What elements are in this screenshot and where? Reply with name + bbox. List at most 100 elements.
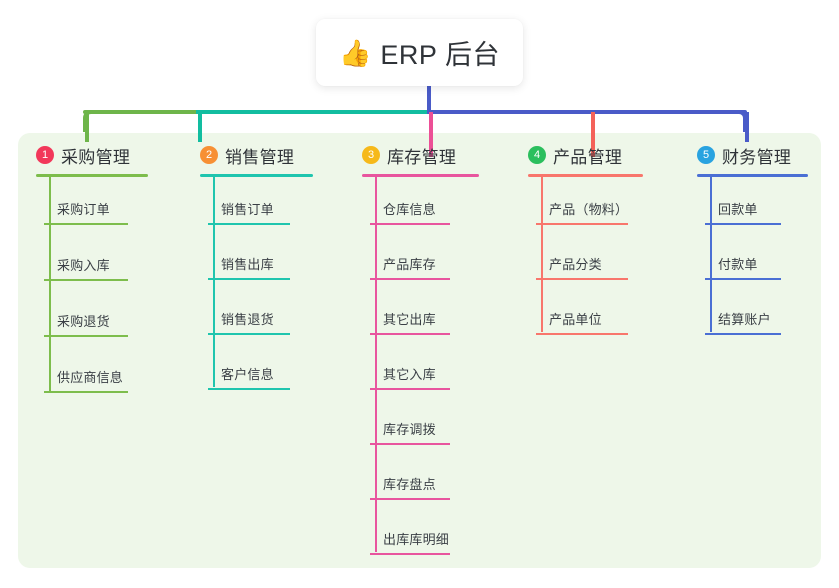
- drop-connector-col-1: [85, 112, 89, 142]
- leaf-item-label: 回款单: [718, 202, 758, 217]
- leaf-item-label: 产品单位: [549, 312, 602, 327]
- leaf-item[interactable]: 其它出库: [362, 309, 450, 335]
- leaf-item-rule: [705, 333, 781, 335]
- leaf-item[interactable]: 供应商信息: [36, 367, 128, 393]
- leaf-item-rule: [208, 333, 290, 335]
- leaf-item[interactable]: 销售退货: [200, 309, 290, 335]
- leaf-item[interactable]: 付款单: [697, 254, 781, 280]
- leaf-item[interactable]: 其它入库: [362, 364, 450, 390]
- column-spine: [375, 177, 377, 552]
- leaf-item-rule: [370, 388, 450, 390]
- leaf-item-label: 销售出库: [221, 257, 274, 272]
- bus-segment-middle: [196, 110, 427, 114]
- leaf-item-rule: [370, 223, 450, 225]
- leaf-item[interactable]: 库存盘点: [362, 474, 450, 500]
- leaf-item[interactable]: 仓库信息: [362, 199, 450, 225]
- leaf-item-rule: [208, 278, 290, 280]
- column-spine: [49, 177, 51, 391]
- column-number-badge: 2: [200, 146, 218, 164]
- column-title: 财务管理: [722, 147, 792, 167]
- leaf-item[interactable]: 销售订单: [200, 199, 290, 225]
- root-node-erp-backend[interactable]: 👍 ERP 后台: [316, 19, 523, 86]
- drop-connector-col-4: [591, 112, 595, 157]
- leaf-item-rule: [705, 223, 781, 225]
- drop-connector-col-2: [198, 112, 202, 142]
- leaf-item-rule: [44, 335, 128, 337]
- leaf-item-rule: [536, 278, 628, 280]
- leaf-item-label: 仓库信息: [383, 202, 436, 217]
- column-header-rule: [528, 174, 643, 177]
- leaf-item[interactable]: 产品（物料）: [528, 199, 628, 225]
- drop-connector-col-3: [429, 112, 433, 157]
- leaf-item-label: 结算账户: [718, 312, 771, 327]
- leaf-item[interactable]: 采购订单: [36, 199, 128, 225]
- leaf-list-col-5: 回款单付款单结算账户: [697, 177, 808, 362]
- column-title: 采购管理: [61, 147, 131, 167]
- leaf-item-rule: [705, 278, 781, 280]
- leaf-item-label: 产品分类: [549, 257, 602, 272]
- leaf-item[interactable]: 销售出库: [200, 254, 290, 280]
- leaf-item[interactable]: 出库库明细: [362, 529, 450, 555]
- content-panel: [18, 133, 821, 568]
- leaf-item-label: 产品库存: [383, 257, 436, 272]
- leaf-item[interactable]: 采购退货: [36, 311, 128, 337]
- column-header-rule: [362, 174, 479, 177]
- thumbs-up-icon: 👍: [339, 37, 372, 68]
- leaf-item-rule: [536, 223, 628, 225]
- column-title: 库存管理: [387, 147, 457, 167]
- leaf-item[interactable]: 产品单位: [528, 309, 628, 335]
- leaf-item-label: 供应商信息: [57, 370, 124, 385]
- column-header-rule: [36, 174, 148, 177]
- leaf-list-col-3: 仓库信息产品库存其它出库其它入库库存调拨库存盘点出库库明细: [362, 177, 479, 582]
- leaf-item[interactable]: 库存调拨: [362, 419, 450, 445]
- leaf-item-rule: [370, 278, 450, 280]
- leaf-item-rule: [44, 391, 128, 393]
- leaf-item-label: 销售退货: [221, 312, 274, 327]
- root-node-title: ERP 后台: [380, 40, 500, 70]
- drop-connector-col-5: [745, 112, 749, 142]
- leaf-item-rule: [370, 333, 450, 335]
- leaf-list-col-2: 销售订单销售出库销售退货客户信息: [200, 177, 313, 417]
- leaf-item[interactable]: 采购入库: [36, 255, 128, 281]
- column-title: 产品管理: [553, 147, 623, 167]
- leaf-item[interactable]: 客户信息: [200, 364, 290, 390]
- column-header-rule: [200, 174, 313, 177]
- leaf-item-label: 产品（物料）: [549, 202, 629, 217]
- column-spine: [710, 177, 712, 332]
- leaf-item-label: 库存调拨: [383, 422, 436, 437]
- leaf-item-label: 付款单: [718, 257, 758, 272]
- bus-segment-left: [83, 110, 196, 114]
- column-header-5[interactable]: 5 财务管理: [697, 141, 808, 169]
- root-trunk-connector: [427, 80, 431, 113]
- leaf-item-rule: [44, 279, 128, 281]
- leaf-item-rule: [370, 498, 450, 500]
- leaf-item[interactable]: 结算账户: [697, 309, 781, 335]
- leaf-item-rule: [370, 553, 450, 555]
- leaf-item-rule: [208, 388, 290, 390]
- leaf-item-label: 采购退货: [57, 314, 110, 329]
- leaf-item[interactable]: 回款单: [697, 199, 781, 225]
- leaf-item-rule: [536, 333, 628, 335]
- leaf-item-label: 采购订单: [57, 202, 110, 217]
- column-number-badge: 5: [697, 146, 715, 164]
- leaf-item[interactable]: 产品库存: [362, 254, 450, 280]
- column-spine: [541, 177, 543, 332]
- leaf-list-col-4: 产品（物料） 产品分类产品单位: [528, 177, 643, 362]
- leaf-item-rule: [44, 223, 128, 225]
- column-number-badge: 3: [362, 146, 380, 164]
- bus-segment-right: [427, 110, 747, 114]
- column-3: 3 库存管理仓库信息产品库存其它出库其它入库库存调拨库存盘点出库库明细: [362, 141, 479, 582]
- column-header-3[interactable]: 3 库存管理: [362, 141, 479, 169]
- leaf-item[interactable]: 产品分类: [528, 254, 628, 280]
- leaf-item-label: 客户信息: [221, 367, 274, 382]
- leaf-item-label: 其它出库: [383, 312, 436, 327]
- leaf-item-rule: [208, 223, 290, 225]
- leaf-item-label: 其它入库: [383, 367, 436, 382]
- leaf-item-label: 采购入库: [57, 258, 110, 273]
- leaf-list-col-1: 采购订单采购入库采购退货供应商信息: [36, 177, 148, 421]
